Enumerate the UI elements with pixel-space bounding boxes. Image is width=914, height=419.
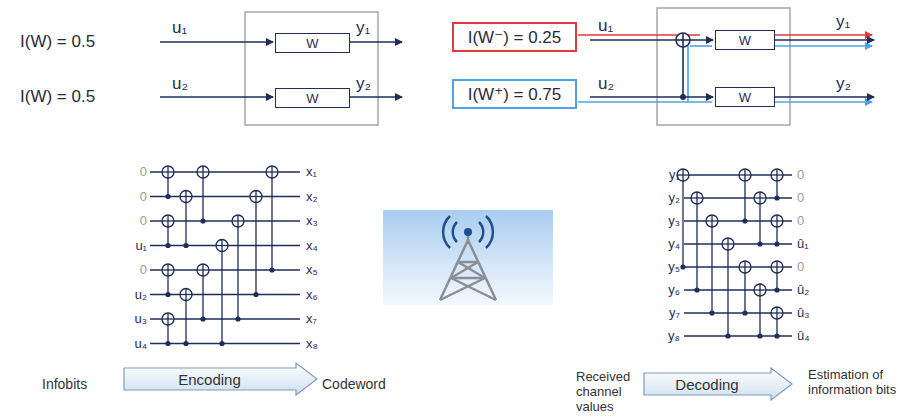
process-arrow: Encoding bbox=[123, 362, 318, 396]
signal-name: u₁ bbox=[172, 18, 187, 38]
bit-name: u₄ bbox=[134, 336, 147, 351]
bit-name: y₈ bbox=[668, 329, 680, 344]
bit-name: û₁ bbox=[797, 237, 809, 252]
bit-name: y₆ bbox=[668, 283, 680, 298]
bit-name: û₄ bbox=[797, 329, 810, 344]
bit-name: 0 bbox=[140, 189, 147, 204]
capacity-box: I(W⁻) = 0.25 bbox=[452, 22, 577, 52]
bit-name: 0 bbox=[140, 165, 147, 180]
process-arrow: Decoding bbox=[643, 367, 793, 401]
bit-name: u₃ bbox=[134, 312, 147, 327]
bit-name: y₅ bbox=[668, 260, 680, 275]
bit-name: x₄ bbox=[306, 238, 318, 253]
bit-name: y₄ bbox=[668, 237, 680, 252]
node-text: W bbox=[739, 33, 751, 48]
channel-box: W bbox=[715, 87, 775, 107]
bit-name: û₃ bbox=[797, 306, 810, 321]
bit-name: x₁ bbox=[306, 165, 317, 180]
bit-name: y₂ bbox=[668, 191, 680, 206]
bit-name: x₃ bbox=[306, 214, 318, 229]
signal-name: I(W) = 0.5 bbox=[20, 32, 95, 52]
bit-name: x₈ bbox=[306, 336, 318, 351]
bit-name: x₂ bbox=[306, 189, 318, 204]
node-text: I(W⁻) = 0.25 bbox=[468, 27, 562, 48]
bit-name: x₅ bbox=[306, 263, 318, 278]
node-text: W bbox=[306, 91, 318, 106]
bit-name: 0 bbox=[140, 263, 147, 278]
bit-name: y₁ bbox=[669, 168, 680, 183]
channel-box: W bbox=[275, 88, 350, 108]
caption-text: Received channel values bbox=[576, 370, 640, 415]
bit-name: y₃ bbox=[668, 214, 680, 229]
bit-name: u₁ bbox=[135, 238, 147, 253]
signal-name: I(W) = 0.5 bbox=[20, 87, 95, 107]
capacity-box: I(W⁺) = 0.75 bbox=[452, 79, 577, 109]
node-text: W bbox=[739, 90, 751, 105]
bit-name: x₇ bbox=[306, 312, 317, 327]
node-text: Decoding bbox=[643, 376, 771, 393]
signal-name: y₂ bbox=[836, 74, 851, 94]
caption-text: Estimation of information bits bbox=[808, 368, 908, 398]
channel-box: W bbox=[715, 30, 775, 50]
node-text: I(W⁺) = 0.75 bbox=[468, 84, 562, 105]
bit-name: 0 bbox=[140, 214, 147, 229]
bit-name: 0 bbox=[797, 214, 804, 229]
node-text: Encoding bbox=[123, 371, 296, 388]
bit-name: û₂ bbox=[797, 283, 809, 298]
signal-name: u₂ bbox=[598, 74, 614, 94]
bit-name: u₂ bbox=[135, 287, 147, 302]
signal-name: u₁ bbox=[598, 16, 613, 36]
signal-name: y₂ bbox=[356, 74, 371, 94]
bit-name: x₆ bbox=[306, 287, 318, 302]
signal-name: y₁ bbox=[836, 12, 850, 32]
bit-name: y₇ bbox=[669, 306, 680, 321]
bit-name: 0 bbox=[797, 260, 804, 275]
caption-text: Codeword bbox=[322, 376, 386, 392]
signal-name: y₁ bbox=[356, 18, 370, 38]
bit-name: 0 bbox=[797, 191, 804, 206]
caption-text: Infobits bbox=[42, 376, 87, 392]
node-text: W bbox=[306, 36, 318, 51]
channel-box: W bbox=[275, 33, 350, 53]
bit-name: 0 bbox=[797, 168, 804, 183]
signal-name: u₂ bbox=[172, 74, 188, 94]
